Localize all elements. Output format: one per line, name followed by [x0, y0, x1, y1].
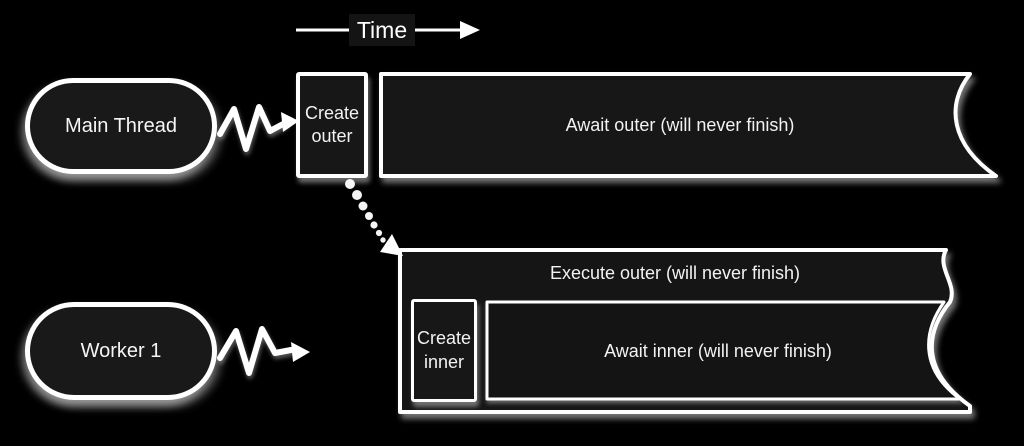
main-thread-squiggle-arrow	[217, 104, 299, 152]
dotted-arrowhead-icon	[380, 234, 403, 256]
squiggle-arrowhead-icon	[281, 112, 299, 132]
squiggle-arrowhead-icon	[291, 342, 310, 362]
create-outer-label: Create outer	[304, 102, 360, 146]
worker1-label: Worker 1	[80, 339, 162, 362]
worker1-lane-pill: Worker 1	[25, 302, 217, 400]
create-outer-block: Create outer	[296, 72, 368, 178]
create-inner-block: Create inner	[411, 299, 477, 402]
main-thread-lane-pill: Main Thread	[25, 78, 217, 174]
post-message-dotted-arrow	[345, 179, 403, 256]
time-axis-label: Time	[349, 14, 415, 46]
main-thread-label: Main Thread	[65, 114, 177, 137]
worker1-squiggle-arrow	[217, 326, 310, 376]
await-outer-block	[379, 72, 998, 178]
time-arrowhead-icon	[460, 21, 480, 39]
await-inner-block	[485, 300, 962, 401]
create-inner-label: Create inner	[416, 328, 472, 372]
